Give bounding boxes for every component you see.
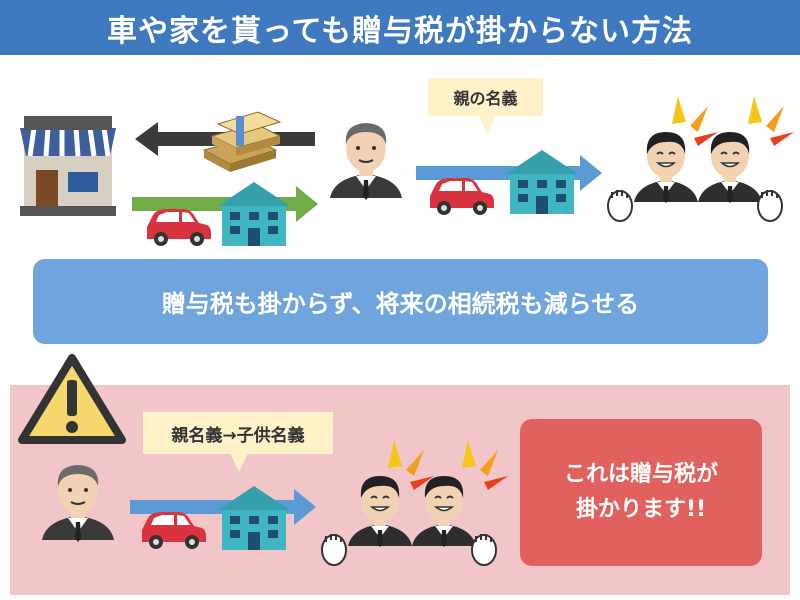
gift-tax-warning-box: これは贈与税が 掛かります!!	[520, 419, 762, 566]
father-icon	[41, 464, 115, 543]
building-icon	[218, 486, 290, 550]
sons-icon	[607, 96, 794, 222]
name-change-callout: 親名義→子供名義	[143, 412, 333, 472]
father-icon	[329, 122, 403, 201]
store-icon	[20, 116, 116, 216]
money-stack-icon	[202, 111, 282, 172]
sons-icon	[321, 440, 508, 566]
building-icon	[506, 150, 578, 214]
car-icon	[430, 178, 494, 215]
warning-line-2: 掛かります!!	[575, 496, 707, 522]
car-icon	[147, 209, 211, 246]
warning-line-1: これは贈与税が	[563, 462, 718, 488]
car-icon	[142, 512, 206, 549]
warning-icon	[18, 354, 126, 444]
benefit-banner: 贈与税も掛からず、将来の相続税も減らせる	[33, 259, 768, 344]
parent-name-callout: 親の名義	[428, 78, 543, 134]
building-icon	[218, 182, 290, 246]
page-title: 車や家を貰っても贈与税が掛からない方法	[0, 0, 800, 55]
